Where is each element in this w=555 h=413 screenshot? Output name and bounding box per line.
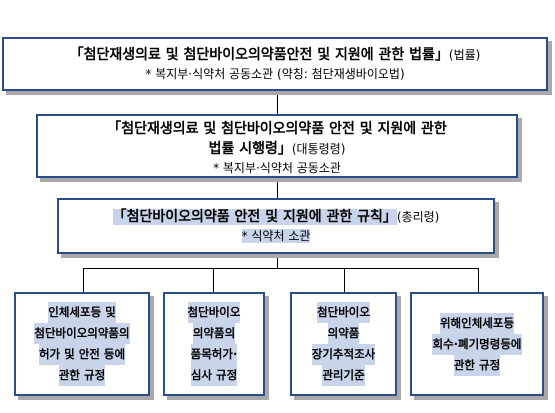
- regulation-4-line-1: 위해인체세포등: [439, 312, 515, 334]
- connector-branch-2: [213, 268, 214, 292]
- ordinance-subtitle: * 식약처 소관: [241, 229, 311, 243]
- decree-subtitle: * 복지부·식약처 공동소관: [213, 161, 341, 175]
- connector-decree-ordinance: [277, 178, 278, 198]
- connector-branch-4: [478, 268, 479, 292]
- decree-box: 「첨단재생의료 및 첨단바이오의약품 안전 및 지원에 관한 법률 시행령」(대…: [36, 114, 518, 178]
- decree-title-line1: 「첨단재생의료 및 첨단바이오의약품 안전 및 지원에 관한: [107, 121, 447, 137]
- law-type-label: (법률): [448, 48, 481, 62]
- decree-title-line2: 법률 시행령」: [208, 141, 292, 157]
- regulation-box-1: 인체세포등 및 첨단바이오의약품의 허가 및 안전 등에 관한 규정: [14, 292, 150, 396]
- law-box: 「첨단재생의료 및 첨단바이오의약품안전 및 지원에 관한 법률」(법률) * …: [2, 37, 548, 91]
- ordinance-type-label: (총리령): [396, 210, 440, 224]
- regulation-box-3: 첨단바이오 의약품 장기추적조사 관리기준: [290, 292, 397, 396]
- regulation-4-line-2: 회수·폐기명령등에: [432, 333, 522, 355]
- regulation-2-line-2: 의약품의: [192, 323, 236, 344]
- law-subtitle: * 복지부·식약처 공동소관 (약칭: 첨단재생바이오법): [145, 67, 405, 81]
- connector-branch-1: [83, 268, 84, 292]
- regulation-2-line-3: 품목허가·: [190, 344, 238, 365]
- regulation-3-line-2: 의약품: [327, 323, 360, 344]
- regulation-1-line-2: 첨단바이오의약품의: [34, 323, 130, 344]
- decree-type-label: (대통령령): [291, 142, 346, 156]
- connector-branch-horizontal: [83, 268, 479, 269]
- connector-branch-3: [344, 268, 345, 292]
- law-title: 「첨단재생의료 및 첨단바이오의약품안전 및 지원에 관한 법률」: [69, 47, 449, 63]
- regulation-3-line-1: 첨단바이오: [317, 302, 370, 323]
- regulation-box-4: 위해인체세포등 회수·폐기명령등에 관한 규정: [410, 292, 544, 396]
- connector-ordinance-branch: [277, 254, 278, 268]
- ordinance-box: 「첨단바이오의약품 안전 및 지원에 관한 규칙」(총리령) * 식약처 소관: [57, 198, 495, 254]
- connector-law-decree: [277, 91, 278, 114]
- regulation-4-line-3: 관한 규정: [453, 354, 501, 376]
- regulation-3-line-3: 장기추적조사: [311, 344, 376, 365]
- regulation-2-line-1: 첨단바이오: [187, 302, 241, 323]
- regulation-1-line-4: 관한 규정: [58, 365, 106, 386]
- regulation-1-line-1: 인체세포등 및: [48, 302, 116, 323]
- regulation-box-2: 첨단바이오 의약품의 품목허가· 심사 규정: [163, 292, 265, 396]
- regulation-2-line-4: 심사 규정: [190, 365, 238, 386]
- regulation-1-line-3: 허가 및 안전 등에: [38, 344, 126, 365]
- ordinance-title: 「첨단바이오의약품 안전 및 지원에 관한 규칙」: [112, 209, 397, 225]
- regulation-3-line-4: 관리기준: [322, 365, 365, 386]
